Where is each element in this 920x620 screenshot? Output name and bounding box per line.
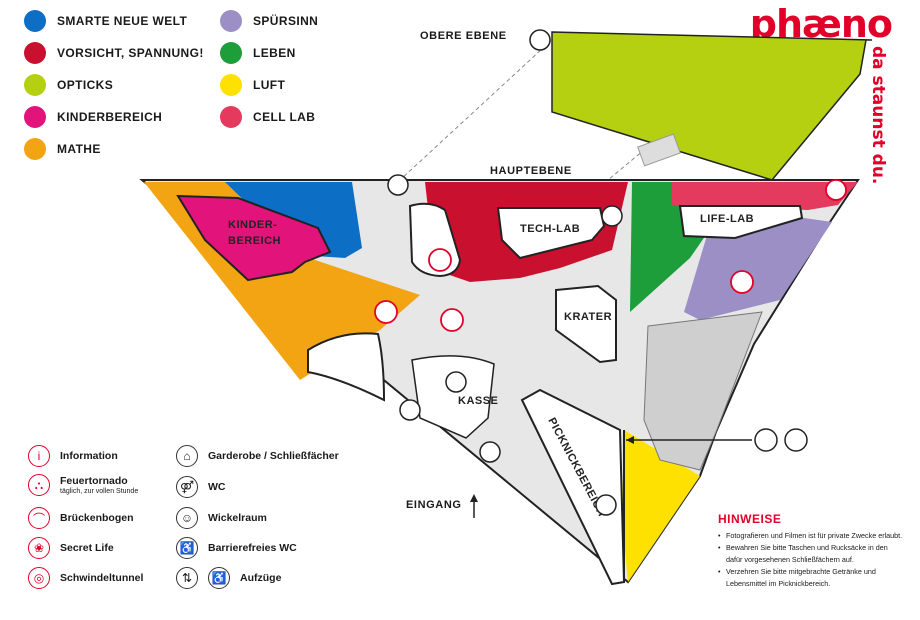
fire-tornado-icon xyxy=(428,248,452,272)
elevator-icon xyxy=(387,174,409,196)
kinderbereich-area xyxy=(176,194,332,282)
legend-item-kinderbereich: KINDERBEREICH xyxy=(24,106,162,128)
color-dot xyxy=(24,106,46,128)
color-dot xyxy=(220,10,242,32)
cell-lab-area xyxy=(672,182,858,210)
map-label-krater: KRATER xyxy=(564,311,612,323)
information-icon: i xyxy=(28,445,50,467)
vertigo-tunnel-icon: ◎ xyxy=(28,567,50,589)
secret-life-icon: ❀ xyxy=(28,537,50,559)
legend-item-luft: LUFT xyxy=(220,74,285,96)
note-item: Fotografieren und Filmen ist für private… xyxy=(718,530,903,542)
pointer-arrow xyxy=(626,436,634,444)
secret-life-icon xyxy=(825,179,847,201)
krater-room xyxy=(555,284,617,364)
entrance-arrow-head xyxy=(470,494,478,502)
bridge-arch-icon: ⌒ xyxy=(28,507,50,529)
wc-icon xyxy=(399,399,421,421)
facility-secret-life: ❀ Secret Life xyxy=(28,537,114,559)
map-label-kasse: KASSE xyxy=(458,395,498,407)
spuersinn-area xyxy=(684,218,832,320)
facility-feuertornado-sub: täglich, zur vollen Stunde xyxy=(60,488,139,495)
legend-item-cell-lab: CELL LAB xyxy=(220,106,315,128)
bridge-island xyxy=(307,332,386,402)
color-dot xyxy=(220,106,242,128)
wc-icon xyxy=(445,371,467,393)
life-lab-room xyxy=(678,205,804,240)
kasse-island xyxy=(411,355,495,439)
facility-schwindeltunnel: ◎ Schwindeltunnel xyxy=(28,567,143,589)
facility-barrierefreies-wc: ♿ Barrierefreies WC xyxy=(176,537,297,559)
facility-brueckenbogen: ⌒ Brückenbogen xyxy=(28,507,134,529)
information-icon xyxy=(374,300,398,324)
color-dot xyxy=(220,74,242,96)
luft-area xyxy=(622,430,700,582)
facility-wickelraum: ☺ Wickelraum xyxy=(176,507,267,529)
accessible-wc-icon xyxy=(754,428,778,452)
projection-line xyxy=(399,35,557,181)
accessible-wc-icon: ♿ xyxy=(176,537,198,559)
stairs xyxy=(637,133,681,167)
wc-icon xyxy=(601,205,623,227)
facility-garderobe: ⌂ Garderobe / Schließfächer xyxy=(176,445,339,467)
color-dot xyxy=(24,42,46,64)
legend-item-vorsicht-spannung: VORSICHT, SPANNUNG! xyxy=(24,42,204,64)
legend-item-spuersinn: SPÜRSINN xyxy=(220,10,318,32)
opticks-area xyxy=(551,31,873,181)
bridge-arch-icon xyxy=(440,308,464,332)
map-label-life-lab: LIFE-LAB xyxy=(700,213,754,225)
legend-item-opticks: OPTICKS xyxy=(24,74,113,96)
brand-tagline: da staunst du. xyxy=(868,46,888,185)
wc-icon: ⚤ xyxy=(176,476,198,498)
color-dot xyxy=(24,138,46,160)
elevator-icon: ⇅ xyxy=(176,567,198,589)
note-item: Verzehren Sie bitte mitgebrachte Getränk… xyxy=(718,566,903,590)
hanger-icon xyxy=(479,441,501,463)
color-dot xyxy=(24,10,46,32)
fire-tornado-icon: ⛬ xyxy=(28,474,50,496)
picknick-area xyxy=(520,388,626,586)
level-label-entrance: EINGANG xyxy=(406,499,462,511)
seating-area xyxy=(643,311,763,471)
color-dot xyxy=(24,74,46,96)
color-dot xyxy=(220,42,242,64)
facility-aufzuege: ⇅ ♿ Aufzüge xyxy=(176,567,281,589)
tech-lab-room xyxy=(496,207,606,260)
elevator-icon xyxy=(529,29,551,51)
level-label-main: HAUPTEBENE xyxy=(490,165,572,177)
facility-information: i Information xyxy=(28,445,118,467)
baby-changing-icon xyxy=(784,428,808,452)
legend-item-leben: LEBEN xyxy=(220,42,296,64)
map-label-kinder: KINDER- xyxy=(228,219,277,231)
note-item: Bewahren Sie bitte Taschen und Rucksäcke… xyxy=(718,542,903,566)
facility-feuertornado: ⛬ Feuertornado täglich, zur vollen Stund… xyxy=(28,474,138,496)
legend-item-smarte-neue-welt: SMARTE NEUE WELT xyxy=(24,10,187,32)
vertigo-tunnel-icon xyxy=(730,270,754,294)
notes-panel: HINWEISE Fotografieren und Filmen ist fü… xyxy=(718,512,903,590)
hanger-icon: ⌂ xyxy=(176,445,198,467)
level-label-upper: OBERE EBENE xyxy=(420,30,507,42)
facility-wc: ⚤ WC xyxy=(176,476,226,498)
notes-title: HINWEISE xyxy=(718,512,782,526)
baby-changing-icon: ☺ xyxy=(176,507,198,529)
map-label-bereich: BEREICH xyxy=(228,235,281,247)
map-label-tech-lab: TECH-LAB xyxy=(520,223,580,235)
wc-icon xyxy=(595,494,617,516)
legend-item-mathe: MATHE xyxy=(24,138,101,160)
facility-feuertornado-label: Feuertornado xyxy=(60,475,128,487)
elevator-accessible-icon: ♿ xyxy=(208,567,230,589)
